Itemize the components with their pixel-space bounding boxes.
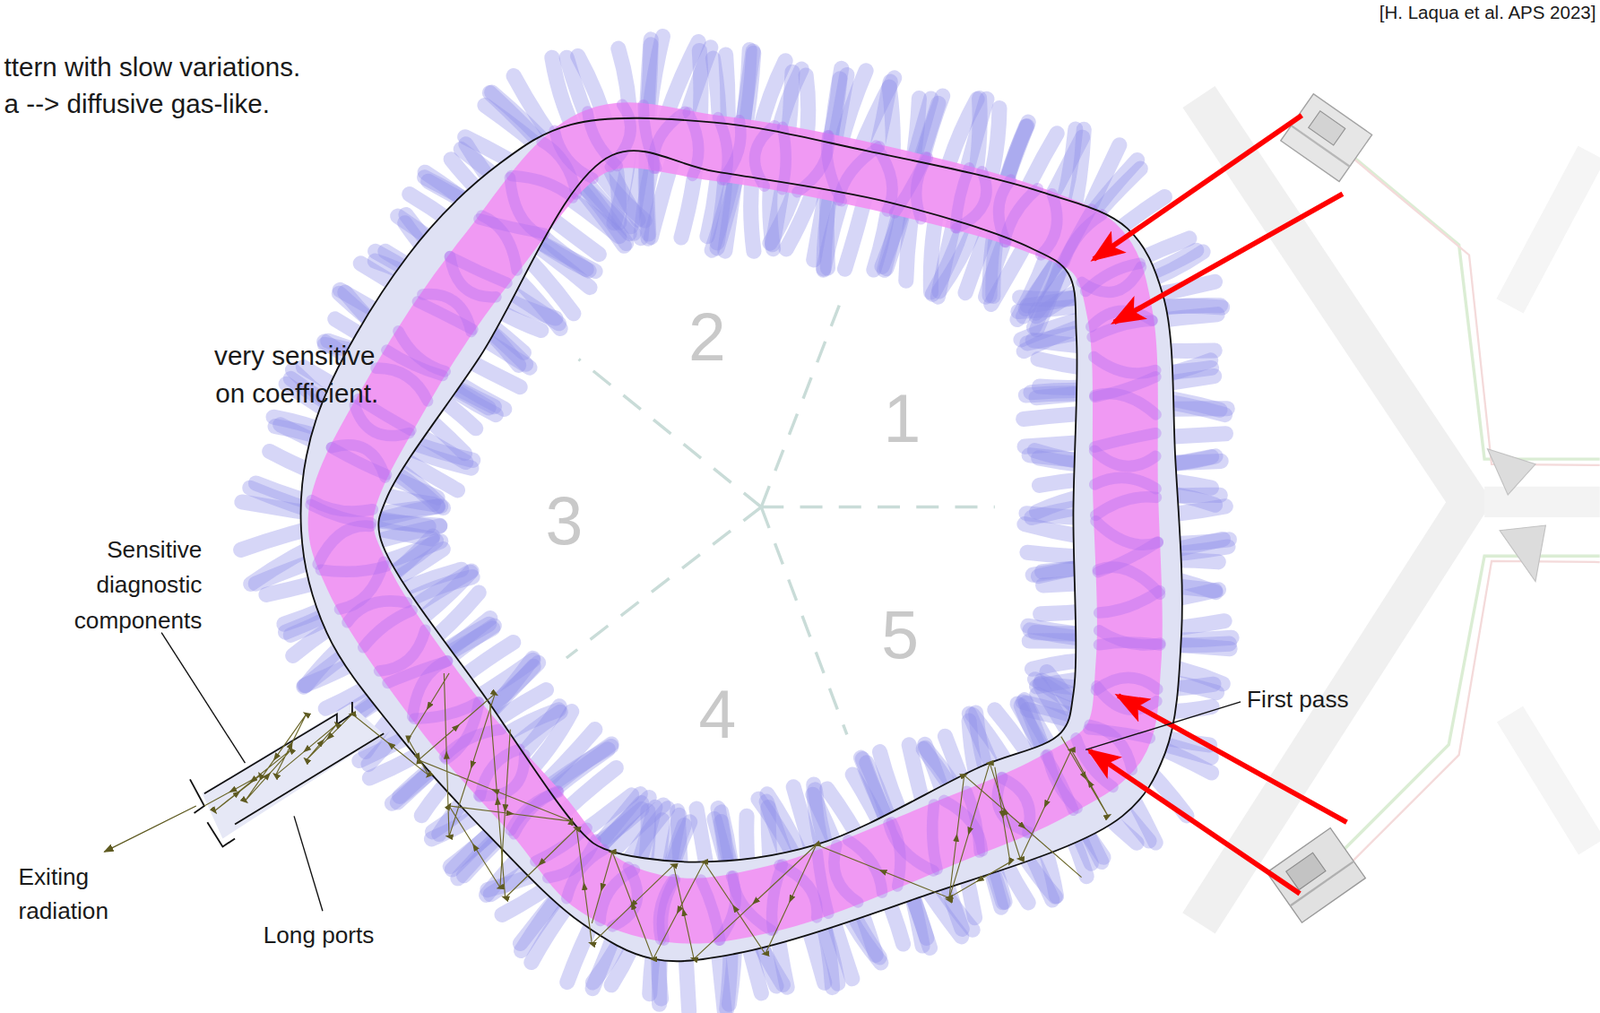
plasma-streak [700,880,720,941]
plasma-streak [379,630,425,672]
plasma-streak [397,330,445,372]
note-text: a --> diffusive gas-like. [4,87,270,121]
module-number: 4 [698,674,736,755]
vessel-gap [300,118,1182,962]
module-number: 5 [881,594,919,675]
leader-line [294,815,323,911]
callout-label: Exiting radiation [18,860,152,929]
module-divider [761,507,848,736]
stray-radiation [204,673,1108,960]
beam-line [1336,561,1600,878]
coil-stroke [1024,433,1226,447]
ecrh-beam-arrow [1093,115,1302,260]
module-divider [566,507,762,658]
callout-label: Sensitive diagnostic components [48,532,202,639]
plasma-streak [1094,477,1156,489]
radiation-ray [490,703,817,959]
optics-frame [1484,486,1600,518]
module-divider [579,359,762,508]
optics-frame [1510,714,1592,848]
plasma-streak [1092,320,1153,338]
plasma-streak [1093,356,1156,374]
plasma-streak [1004,188,1038,243]
ecrh-beam-arrow [1089,751,1300,894]
plasma-streak [932,804,937,869]
port-wall [204,701,353,794]
plasma-streak [1040,193,1057,255]
module-number: 1 [883,378,922,459]
note-text: on coefficient. [215,377,379,410]
plasma-streak [554,130,594,179]
ecrh-beams [1089,115,1348,894]
plasma-streak [449,256,508,283]
plasma-streak [754,125,775,186]
launcher-mirror [1266,828,1366,924]
plasma-streak [1095,496,1157,516]
beam-line [1346,153,1600,466]
optics-frame [1510,153,1592,307]
plasma-streak [363,610,413,648]
radiation-ray [418,673,572,888]
plasma-streak [1094,450,1156,467]
plasma-streak [722,120,742,180]
module-divider [761,290,845,507]
citation: [H. Laqua et al. APS 2023] [1379,1,1597,25]
leader-line [161,632,245,764]
note-text: very sensitive [214,339,375,372]
beam-line [1336,142,1600,459]
mirror-prism [1499,525,1546,582]
port-interior [202,703,385,839]
launcher-mirror [1280,94,1373,182]
plasma-streak [610,104,632,167]
plasma-streak [1081,267,1142,293]
plasma-streak [997,777,1030,833]
inner-wall [378,150,1077,862]
plasma-streak [318,526,372,565]
plasma-streaks [311,104,1161,941]
plasma-streak [510,177,543,236]
plasma-streak [331,444,386,477]
plasma-streak [847,839,883,892]
plasma-streak [956,171,986,228]
coil-field [241,36,1233,1012]
leader-line [1085,701,1241,750]
callout-label: Long ports [263,921,375,950]
radiation-ray [591,767,1011,960]
plasma-streak [311,500,373,512]
port-window [207,821,235,847]
plasma-streak [422,294,471,332]
ecrh-beam-arrow [1114,193,1343,322]
module-divider [761,505,995,509]
module-number: 3 [545,480,584,562]
callout-label: First pass [1246,685,1350,714]
mirror-prism [1487,449,1535,495]
plasma-streak [1098,590,1160,614]
plasma-streak [1094,432,1156,447]
leader-lines [161,632,1241,912]
plasma-streak [1094,393,1156,415]
beam-line [1326,555,1600,867]
ecrh-beam-arrow [1118,695,1348,822]
plasma-streak [320,565,387,571]
plasma-streak [479,749,519,797]
coil-stroke [1029,640,1230,649]
plasma-streak [1098,642,1160,646]
radiation-ray [204,673,450,812]
outer-wall [300,118,1182,962]
plasma-band [340,135,1130,911]
radiation-ray [949,736,1109,900]
module-divider [566,290,995,735]
plasma-streak [658,879,674,940]
plasma-streak [1046,755,1074,811]
plasma-streak [511,175,573,199]
note-text: ttern with slow variations. [4,51,302,84]
plasma-streak [510,791,559,831]
plasma-streak [1098,630,1160,645]
module-number: 2 [688,296,727,378]
plasma-streak [782,127,787,190]
ecrh-optics [1198,94,1600,924]
exiting-ray [103,805,196,852]
